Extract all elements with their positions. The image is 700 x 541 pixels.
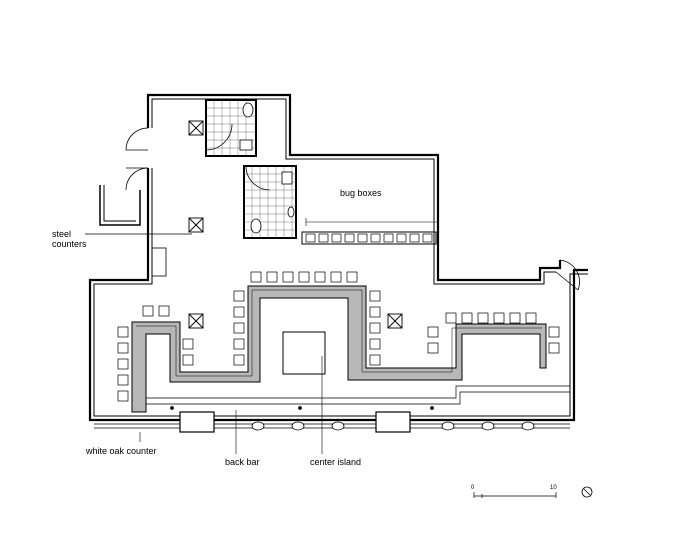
label-counters-line: counters bbox=[52, 239, 87, 249]
label-white-oak-counter: white oak counter bbox=[86, 446, 157, 456]
back-bar bbox=[146, 385, 570, 410]
steel-counters bbox=[85, 233, 192, 277]
north-arrow-icon bbox=[581, 486, 593, 498]
bug-boxes bbox=[301, 218, 439, 245]
toilet-icon bbox=[250, 218, 262, 234]
label-steel-line: steel bbox=[52, 229, 72, 239]
label-steel-counters: steel counters bbox=[52, 229, 87, 249]
bar-counter bbox=[131, 285, 547, 413]
window-wall bbox=[94, 411, 570, 433]
sink-icon bbox=[281, 171, 293, 185]
toilet-icon bbox=[242, 102, 254, 118]
label-back-bar: back bar bbox=[225, 457, 260, 467]
scale-bar bbox=[473, 492, 557, 498]
restroom-upper bbox=[205, 99, 257, 157]
sink-icon bbox=[239, 139, 253, 151]
leader-lines bbox=[139, 356, 323, 454]
doors bbox=[125, 123, 580, 291]
exterior-walls bbox=[88, 93, 588, 422]
center-island bbox=[282, 331, 326, 375]
label-bug-boxes: bug boxes bbox=[340, 188, 382, 198]
restroom-lower bbox=[243, 165, 297, 239]
columns bbox=[188, 120, 403, 329]
scale-end-label: 10 bbox=[550, 485, 557, 491]
stools bbox=[117, 271, 560, 402]
urinal-icon bbox=[287, 206, 295, 218]
scale-start-label: 0 bbox=[471, 485, 475, 491]
label-center-island: center island bbox=[310, 457, 362, 467]
